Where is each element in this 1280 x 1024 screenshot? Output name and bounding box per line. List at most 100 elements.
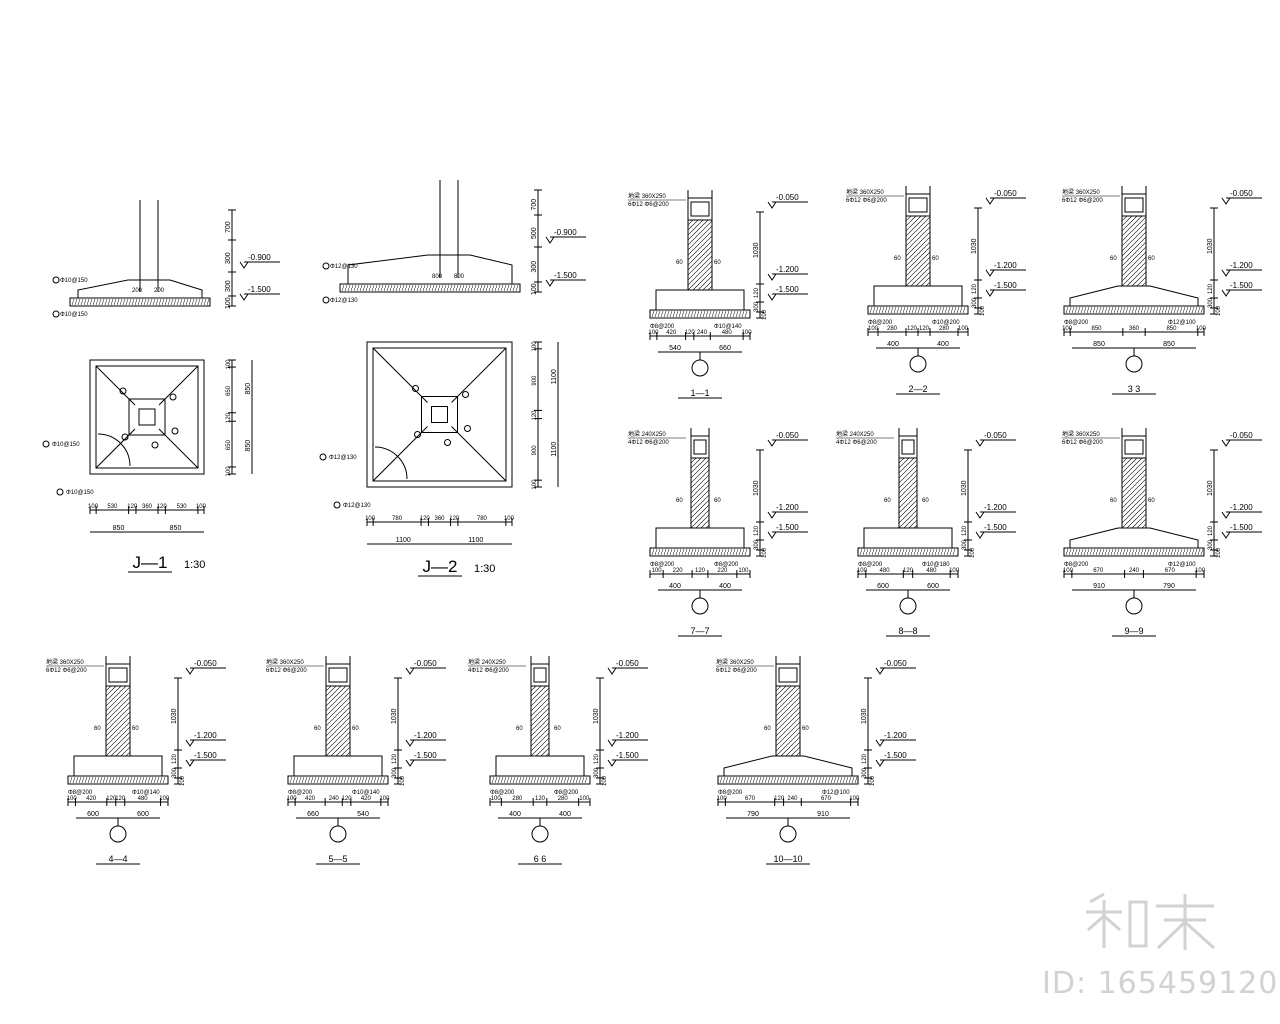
dim-label: 100 bbox=[504, 516, 515, 522]
rebar-arc bbox=[374, 446, 408, 480]
line bbox=[352, 776, 356, 784]
rebar-label: Φ10@180 bbox=[922, 562, 950, 568]
rebar-marker bbox=[42, 440, 50, 448]
dim-label: 120 bbox=[1208, 525, 1214, 536]
dim-label: 100 bbox=[159, 796, 170, 802]
line bbox=[71, 298, 75, 306]
dim-label: 300 bbox=[531, 261, 538, 273]
beam-size-label: 地梁 240X250 bbox=[628, 430, 666, 438]
line bbox=[144, 776, 148, 784]
line bbox=[455, 284, 459, 292]
line bbox=[899, 459, 917, 479]
line bbox=[906, 216, 907, 217]
dim-label: 1030 bbox=[1207, 480, 1214, 496]
elevation-mark bbox=[767, 531, 777, 539]
dim-label: 120 bbox=[754, 287, 760, 298]
line bbox=[714, 310, 718, 318]
dim-label: 420 bbox=[86, 796, 97, 802]
dim-label: 120 bbox=[903, 568, 914, 574]
line bbox=[129, 776, 133, 784]
line bbox=[446, 284, 450, 292]
line bbox=[906, 256, 930, 282]
dim-label: 400 bbox=[887, 341, 899, 348]
line bbox=[928, 548, 932, 556]
line bbox=[304, 776, 308, 784]
line bbox=[316, 776, 320, 784]
section-label: 4—4 bbox=[108, 854, 127, 864]
line bbox=[110, 736, 130, 756]
elevation-label: -0.050 bbox=[1230, 431, 1253, 440]
dim-label: 60 bbox=[132, 726, 139, 732]
elevation-label: -1.200 bbox=[194, 731, 217, 740]
line bbox=[325, 776, 329, 784]
line bbox=[688, 220, 694, 226]
rebar-label: Φ12@130 bbox=[330, 298, 358, 304]
line bbox=[735, 548, 739, 556]
line bbox=[560, 776, 564, 784]
line bbox=[140, 298, 144, 306]
elevation-mark bbox=[1221, 439, 1231, 447]
elevation-label: -0.050 bbox=[194, 659, 217, 668]
elevation-mark bbox=[607, 759, 617, 767]
dim-label: 670 bbox=[1093, 568, 1104, 574]
rebar-label: Φ10@140 bbox=[352, 790, 380, 796]
line bbox=[326, 716, 350, 742]
ground-beam bbox=[1121, 435, 1147, 459]
line bbox=[326, 686, 350, 712]
line bbox=[916, 548, 920, 556]
line bbox=[806, 776, 810, 784]
line bbox=[763, 220, 833, 290]
line bbox=[153, 776, 157, 784]
dim-label: 300 bbox=[594, 767, 600, 778]
dim-label: 120 bbox=[972, 283, 978, 294]
line bbox=[688, 220, 704, 236]
line bbox=[437, 284, 441, 292]
line bbox=[364, 776, 368, 784]
elevation-label: -1.500 bbox=[776, 523, 799, 532]
line bbox=[350, 284, 354, 292]
line bbox=[675, 548, 679, 556]
line bbox=[956, 216, 1026, 286]
line bbox=[1191, 306, 1195, 314]
line bbox=[672, 548, 676, 556]
line bbox=[391, 686, 461, 756]
line bbox=[669, 310, 673, 318]
line bbox=[883, 548, 887, 556]
line bbox=[741, 548, 745, 556]
line bbox=[1131, 271, 1146, 286]
line bbox=[690, 310, 694, 318]
line bbox=[395, 284, 399, 292]
line bbox=[1122, 458, 1146, 484]
dim-label: 60 bbox=[1110, 498, 1117, 504]
line bbox=[563, 776, 567, 784]
line bbox=[688, 220, 712, 246]
dim-label: 850 bbox=[245, 440, 252, 452]
line bbox=[359, 284, 363, 292]
line bbox=[616, 686, 686, 756]
line bbox=[736, 458, 806, 528]
line bbox=[776, 686, 792, 702]
line bbox=[1188, 548, 1192, 556]
rebar-marker bbox=[444, 439, 451, 446]
line bbox=[1134, 306, 1138, 314]
line bbox=[458, 284, 462, 292]
line bbox=[464, 284, 468, 292]
dim-label: 480 bbox=[880, 568, 891, 574]
rebar-marker bbox=[462, 391, 469, 398]
elevation-label: -1.500 bbox=[776, 285, 799, 294]
dim-label: 100 bbox=[1196, 326, 1207, 332]
line bbox=[726, 548, 730, 556]
line bbox=[1173, 548, 1177, 556]
dim-label: 300 bbox=[972, 297, 978, 308]
dim-label: 120 bbox=[962, 525, 968, 536]
line bbox=[779, 776, 783, 784]
dim-label: 1030 bbox=[753, 480, 760, 496]
line bbox=[723, 310, 727, 318]
line bbox=[1141, 281, 1146, 286]
elevation-label: -0.050 bbox=[994, 189, 1017, 198]
line bbox=[842, 776, 846, 784]
line bbox=[1200, 548, 1204, 556]
dim-label: 120 bbox=[774, 796, 785, 802]
line bbox=[776, 776, 780, 784]
